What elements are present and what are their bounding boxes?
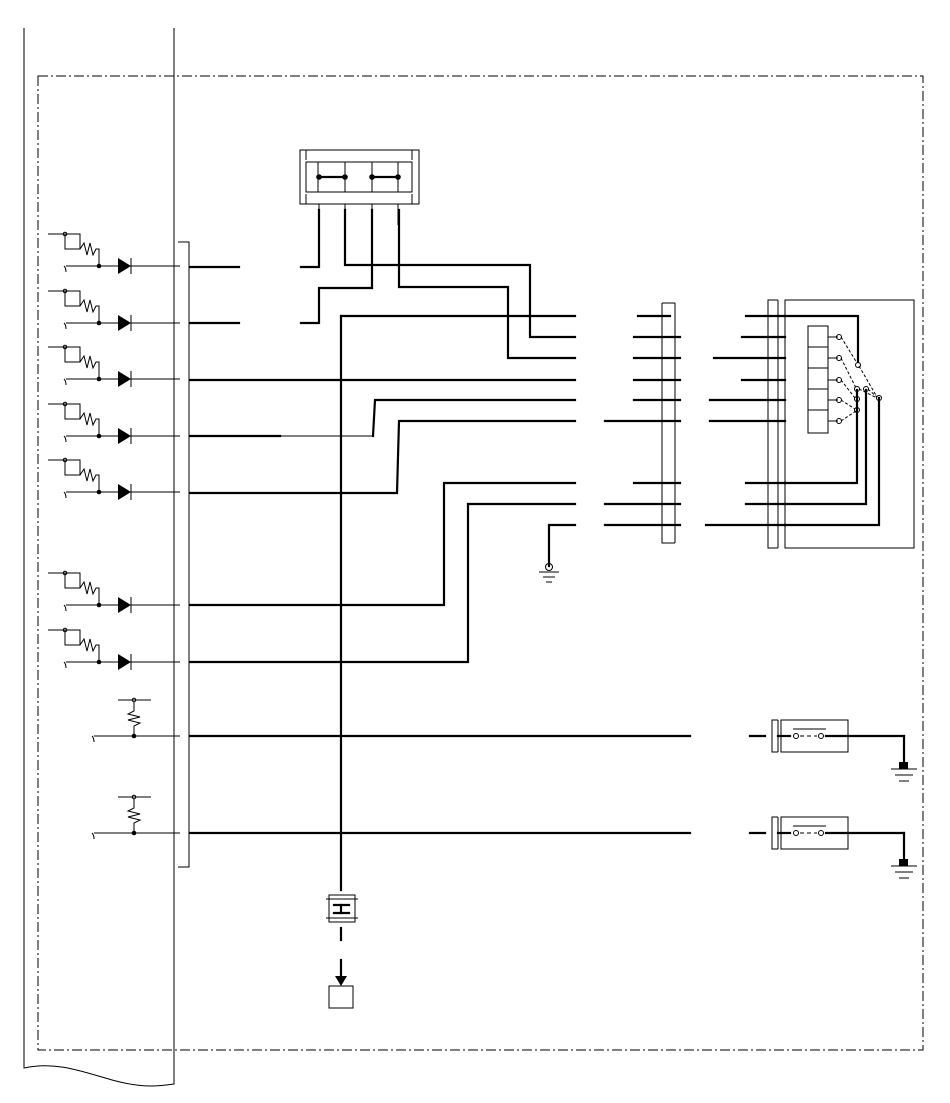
ground-icon (539, 563, 559, 583)
input-channel (91, 794, 180, 840)
resistor-icon (126, 799, 142, 833)
ground-icon (891, 865, 917, 879)
input-channel (91, 697, 180, 743)
ground-icon (891, 768, 917, 782)
top-connector (299, 149, 420, 225)
driver-channel (48, 288, 180, 331)
diode-icon (118, 315, 131, 331)
driver-channel (48, 401, 180, 444)
driver-channel (48, 344, 180, 387)
main-connector-bracket (178, 241, 190, 868)
connector-icon (326, 894, 358, 923)
switch-unit (748, 719, 917, 782)
driver-channel (48, 570, 180, 613)
switch-unit (748, 816, 917, 879)
diode-icon (118, 484, 131, 500)
destination-box (328, 985, 354, 1009)
driver-channel (48, 231, 180, 274)
resistor-icon (126, 702, 142, 736)
driver-channel (48, 457, 180, 500)
driver-channel (48, 627, 180, 670)
middle-connector (603, 302, 682, 544)
right-connector (704, 299, 787, 549)
diode-icon (118, 597, 131, 613)
diode-icon (118, 371, 131, 387)
harness-wires (188, 208, 692, 980)
switch-icon (783, 299, 915, 549)
arrow-down-icon (335, 976, 347, 986)
harness-boundary (37, 75, 924, 1051)
diode-icon (118, 428, 131, 444)
input-circuits (91, 697, 180, 840)
driver-circuits (48, 231, 180, 670)
control-unit-outline (23, 28, 175, 1087)
diode-icon (118, 258, 131, 274)
diode-icon (118, 654, 131, 670)
